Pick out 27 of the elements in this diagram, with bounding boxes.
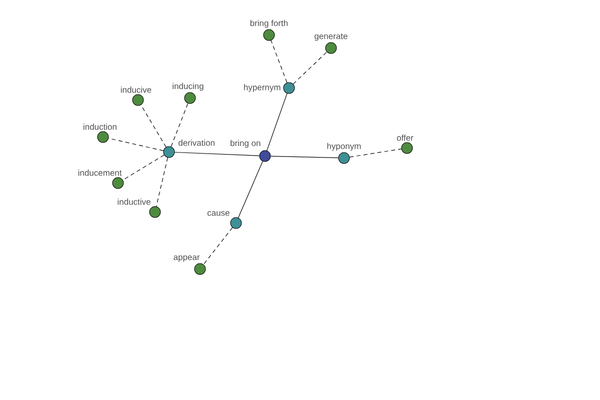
connector-line — [266, 93, 288, 151]
node-label: offer — [396, 134, 414, 141]
connector-line — [238, 160, 264, 218]
connector-line — [270, 40, 288, 83]
node-label: inducement — [78, 170, 122, 176]
connector-line — [174, 152, 260, 156]
node-label: bring on — [230, 140, 260, 148]
node-label: inducing — [172, 82, 204, 91]
node-label: inductive — [118, 198, 150, 205]
node-label: hypernym — [244, 84, 280, 92]
node-label: derivation — [178, 140, 214, 146]
node-label: inducive — [120, 86, 152, 93]
node-label: appear — [174, 255, 200, 262]
connector-line — [122, 154, 164, 180]
connector-line — [270, 156, 339, 158]
connector-line — [170, 103, 188, 147]
connector-line — [292, 52, 328, 84]
connector-line — [349, 148, 402, 158]
node-label: cause — [207, 211, 230, 216]
node-label: induction — [84, 124, 116, 130]
connector-line — [140, 104, 166, 148]
connector-line — [108, 138, 164, 152]
node-label: generate — [314, 34, 348, 41]
connector-line — [156, 157, 168, 207]
node-label: bring forth — [250, 20, 288, 28]
connector-line — [203, 227, 233, 265]
node-label: hyponym — [327, 142, 361, 151]
